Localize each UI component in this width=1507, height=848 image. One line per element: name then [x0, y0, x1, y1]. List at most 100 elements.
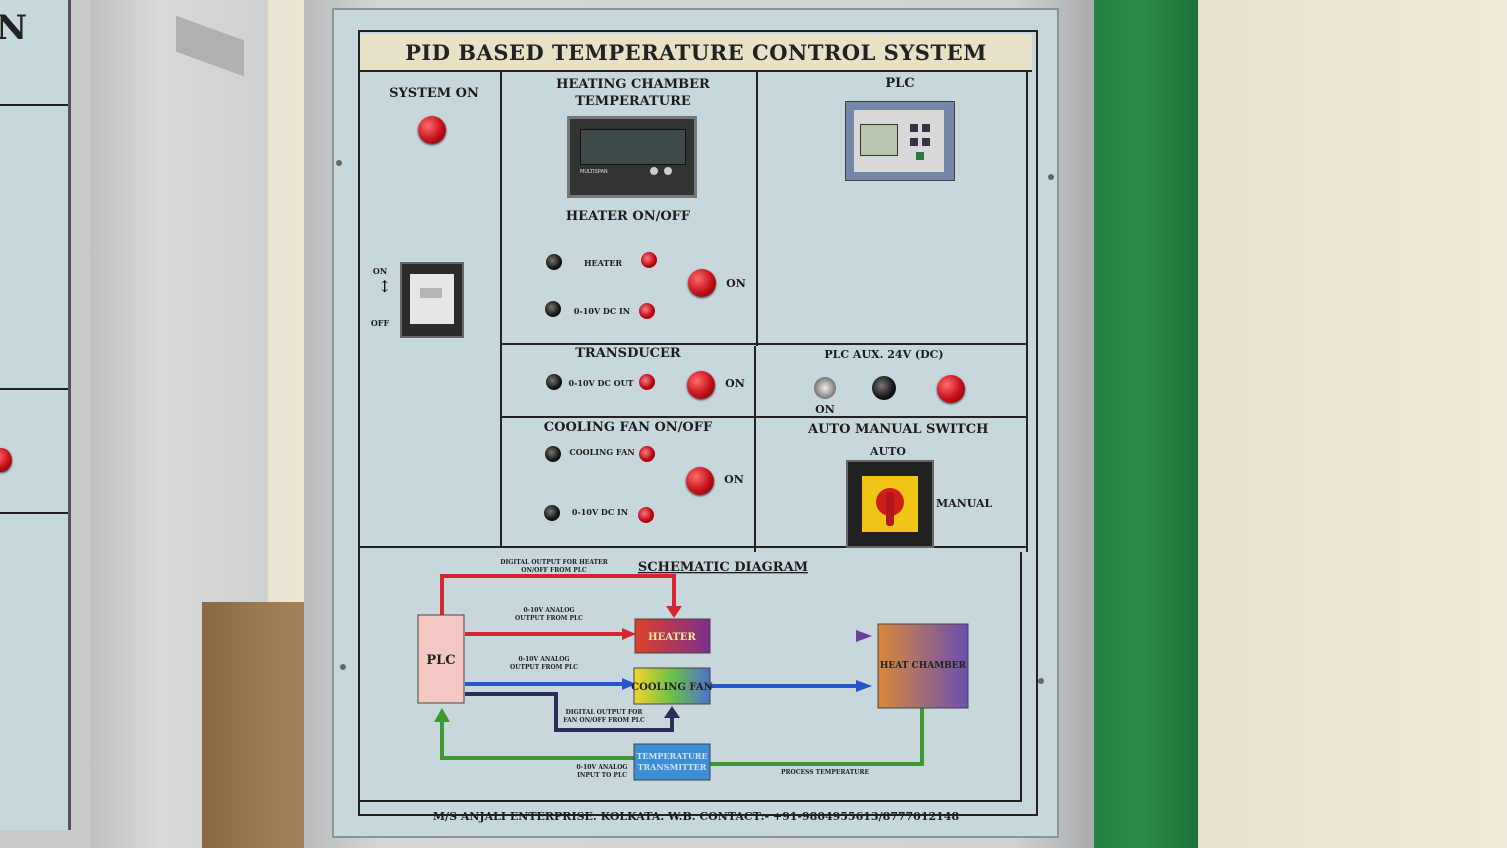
display-button-1[interactable]: [650, 167, 658, 175]
right-wall: [1198, 0, 1507, 848]
transducer-on-lamp: [687, 371, 715, 399]
note-analog-heater-1: 0-10V ANALOG: [523, 607, 574, 614]
heater-socket-label: HEATER: [583, 258, 623, 268]
divider-h4: [360, 800, 1022, 802]
cooling-fan-on-off-label: COOLING FAN ON/OFF: [543, 420, 713, 435]
panel-title-bar: PID BASED TEMPERATURE CONTROL SYSTEM: [360, 34, 1032, 72]
fan-on-lamp: [686, 467, 714, 495]
system-on-label: SYSTEM ON: [389, 86, 479, 101]
heating-chamber-label: HEATING CHAMBER TEMPERATURE: [556, 77, 710, 109]
fan-socket-black[interactable]: [545, 446, 561, 462]
transducer-on-label: ON: [725, 377, 745, 390]
divider-v5: [1020, 552, 1022, 802]
plc-lcd: [860, 124, 898, 156]
note-analog-fan-2: OUTPUT FROM PLC: [510, 664, 578, 671]
display-screen: [580, 129, 686, 165]
divider-h2: [500, 416, 1028, 418]
temperature-transmitter-box: [633, 743, 711, 781]
schematic-cooling-fan-text: COOLING FAN: [631, 682, 713, 693]
screw: [1038, 678, 1044, 684]
heat-chamber-box: [877, 623, 969, 709]
plc-aux-switch[interactable]: [814, 377, 836, 399]
green-wall-stripe: [1078, 0, 1200, 848]
transducer-socket-red[interactable]: [639, 374, 655, 390]
schematic-plc-text: PLC: [426, 653, 455, 668]
plc-key-3[interactable]: [910, 138, 918, 146]
up-down-arrow-icon: ↕: [378, 277, 392, 296]
screw: [340, 664, 346, 670]
fan-dc-socket-red[interactable]: [638, 507, 654, 523]
note-analog-fan-1: 0-10V ANALOG: [518, 656, 569, 663]
plc-aux-lamp: [937, 375, 965, 403]
mcb-on-label: ON: [372, 266, 388, 276]
left-cabinet-letter: N: [0, 8, 28, 48]
mcb-body: [410, 274, 454, 324]
system-on-lamp: [418, 116, 446, 144]
plc-module: [845, 101, 955, 181]
analog-fan-arrow: [622, 678, 636, 690]
temperature-controller-display: MULTISPAN: [567, 116, 697, 198]
mcb-toggle[interactable]: [420, 288, 442, 298]
plc-aux-socket-black[interactable]: [872, 376, 896, 400]
heater-dc-socket-black[interactable]: [545, 301, 561, 317]
fan-dc-in-label: 0-10V DC IN: [571, 507, 629, 517]
plc-key-ok[interactable]: [916, 152, 924, 160]
selector-plate: [862, 476, 918, 532]
fan-dc-socket-black[interactable]: [544, 505, 560, 521]
left-cabinet-lamp: [0, 448, 12, 472]
analog-input-wire: [440, 720, 634, 760]
manual-label: MANUAL: [936, 497, 993, 510]
heater-on-lamp: [688, 269, 716, 297]
heater-dc-socket-red[interactable]: [639, 303, 655, 319]
auto-label: AUTO: [870, 445, 906, 458]
process-temp-wire: [710, 708, 924, 766]
heater-dc-in-label: 0-10V DC IN: [573, 306, 631, 316]
note-digital-fan-2: FAN ON/OFF FROM PLC: [563, 717, 645, 724]
transducer-socket-black[interactable]: [546, 374, 562, 390]
schematic-heat-chamber-text: HEAT CHAMBER: [880, 661, 967, 671]
fan-on-label: ON: [724, 473, 744, 486]
fan-socket-label: COOLING FAN: [569, 447, 635, 457]
screw: [1048, 174, 1054, 180]
fan-socket-red[interactable]: [639, 446, 655, 462]
digital-fan-arrow: [664, 706, 680, 718]
plc-key-1[interactable]: [910, 124, 918, 132]
selector-switch[interactable]: [846, 460, 934, 548]
analog-input-arrow: [434, 708, 450, 722]
display-brand: MULTISPAN: [580, 169, 608, 175]
panel-footer: M/S ANJALI ENTERPRISE. KOLKATA. W.B. CON…: [360, 806, 1032, 826]
heater-socket-red[interactable]: [641, 252, 657, 268]
note-process-temperature: PROCESS TEMPERATURE: [781, 769, 869, 776]
plc-body: [854, 110, 944, 172]
auto-manual-switch-label: AUTO MANUAL SWITCH: [808, 422, 989, 437]
screw: [336, 160, 342, 166]
transducer-label: TRANSDUCER: [575, 346, 681, 361]
plc-key-4[interactable]: [922, 138, 930, 146]
plc-key-2[interactable]: [922, 124, 930, 132]
mcb-off-label: OFF: [370, 318, 390, 328]
divider-v3: [754, 346, 756, 552]
plc-aux-label: PLC AUX. 24V (DC): [824, 348, 944, 361]
panel-border: [358, 30, 1038, 816]
display-button-2[interactable]: [664, 167, 672, 175]
plc-box: [417, 614, 465, 704]
analog-heater-arrow: [622, 628, 636, 640]
cardboard-box: [202, 602, 308, 848]
footer-contact: M/S ANJALI ENTERPRISE. KOLKATA. W.B. CON…: [432, 809, 960, 823]
mcb-breaker[interactable]: [400, 262, 464, 338]
note-digital-fan-1: DIGITAL OUTPUT FOR: [566, 709, 644, 716]
schematic-heater-text: HEATER: [648, 632, 696, 643]
heater-socket-black[interactable]: [546, 254, 562, 270]
schematic-diagram: SCHEMATIC DIAGRAM PLC HEATER COOLING FAN…: [417, 559, 969, 781]
heater-box: [634, 618, 711, 654]
note-digital-heater-1: DIGITAL OUTPUT FOR HEATER: [500, 559, 608, 566]
divider-h1: [500, 343, 1028, 345]
selector-knob-handle: [886, 492, 894, 526]
left-cabinet-panel: N: [0, 0, 71, 830]
schematic-transmitter-text-2: TRANSMITTER: [638, 762, 707, 772]
divider-v4: [1026, 70, 1028, 552]
heater-chamber-arrow: [856, 630, 872, 642]
schematic-transmitter-text-1: TEMPERATURE: [636, 751, 707, 761]
note-analog-input-2: INPUT TO PLC: [577, 772, 627, 779]
digital-fan-wire: [465, 692, 674, 732]
